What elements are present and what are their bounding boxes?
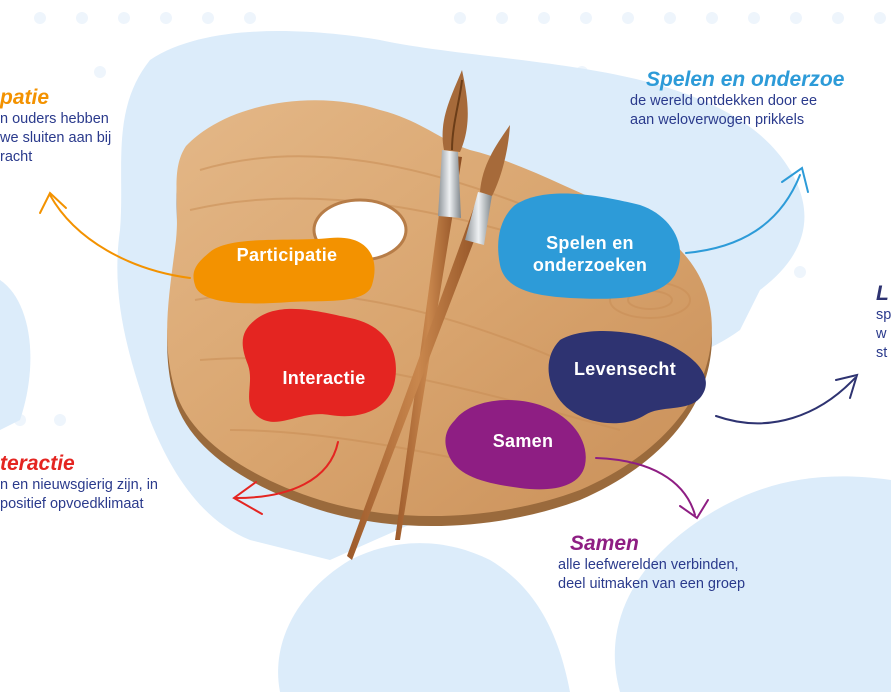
blob-participatie: [193, 237, 375, 304]
caption-levensecht-title: L: [876, 282, 889, 305]
blob-levensecht: [548, 330, 706, 424]
arrow-participatie: [49, 194, 191, 279]
arrow-levensecht: [715, 377, 856, 425]
blob-spelen: [498, 193, 681, 299]
arrow-spelen: [685, 174, 801, 254]
caption-spelen-title: Spelen en onderzoe: [646, 68, 845, 91]
caption-samen: Samen alle leefwerelden verbinden, deel …: [558, 532, 745, 594]
caption-levensecht-line: sp: [876, 307, 891, 323]
paintbrush-small: [347, 125, 510, 560]
caption-spelen-line: aan weloverwogen prikkels: [630, 112, 805, 128]
caption-spelen-line: de wereld ontdekken door ee: [630, 93, 818, 109]
arrow-samen: [595, 457, 696, 516]
caption-samen-title: Samen: [570, 532, 639, 555]
caption-interactie-line: positief opvoedklimaat: [0, 496, 144, 512]
caption-participatie-title: patie: [0, 86, 50, 109]
blob-samen: [445, 400, 586, 490]
caption-samen-line: alle leefwerelden verbinden,: [558, 557, 739, 573]
caption-spelen-en-onderzoeken: Spelen en onderzoe de wereld ontdekken d…: [630, 68, 845, 130]
caption-interactie-title: teractie: [0, 452, 75, 475]
caption-samen-line: deel uitmaken van een groep: [558, 576, 746, 592]
caption-interactie: teractie n en nieuwsgierig zijn, in posi…: [0, 452, 158, 514]
label-samen: Samen: [492, 431, 554, 451]
caption-interactie-line: n en nieuwsgierig zijn, in: [0, 477, 158, 493]
label-interactie: Interactie: [282, 368, 366, 388]
caption-levensecht: L sp w st: [876, 282, 891, 363]
blob-interactie: [242, 308, 396, 422]
arrows: [39, 166, 859, 520]
label-participatie: Participatie: [236, 245, 338, 265]
caption-participatie: patie n ouders hebben we sluiten aan bij…: [0, 86, 111, 167]
caption-levensecht-line: st: [876, 345, 888, 361]
caption-levensecht-line: w: [876, 326, 887, 342]
caption-participatie-line: we sluiten aan bij: [0, 130, 112, 146]
arrow-interactie: [235, 441, 339, 499]
caption-participatie-line: racht: [0, 149, 33, 165]
label-levensecht: Levensecht: [573, 359, 677, 379]
caption-participatie-line: n ouders hebben: [0, 111, 109, 127]
